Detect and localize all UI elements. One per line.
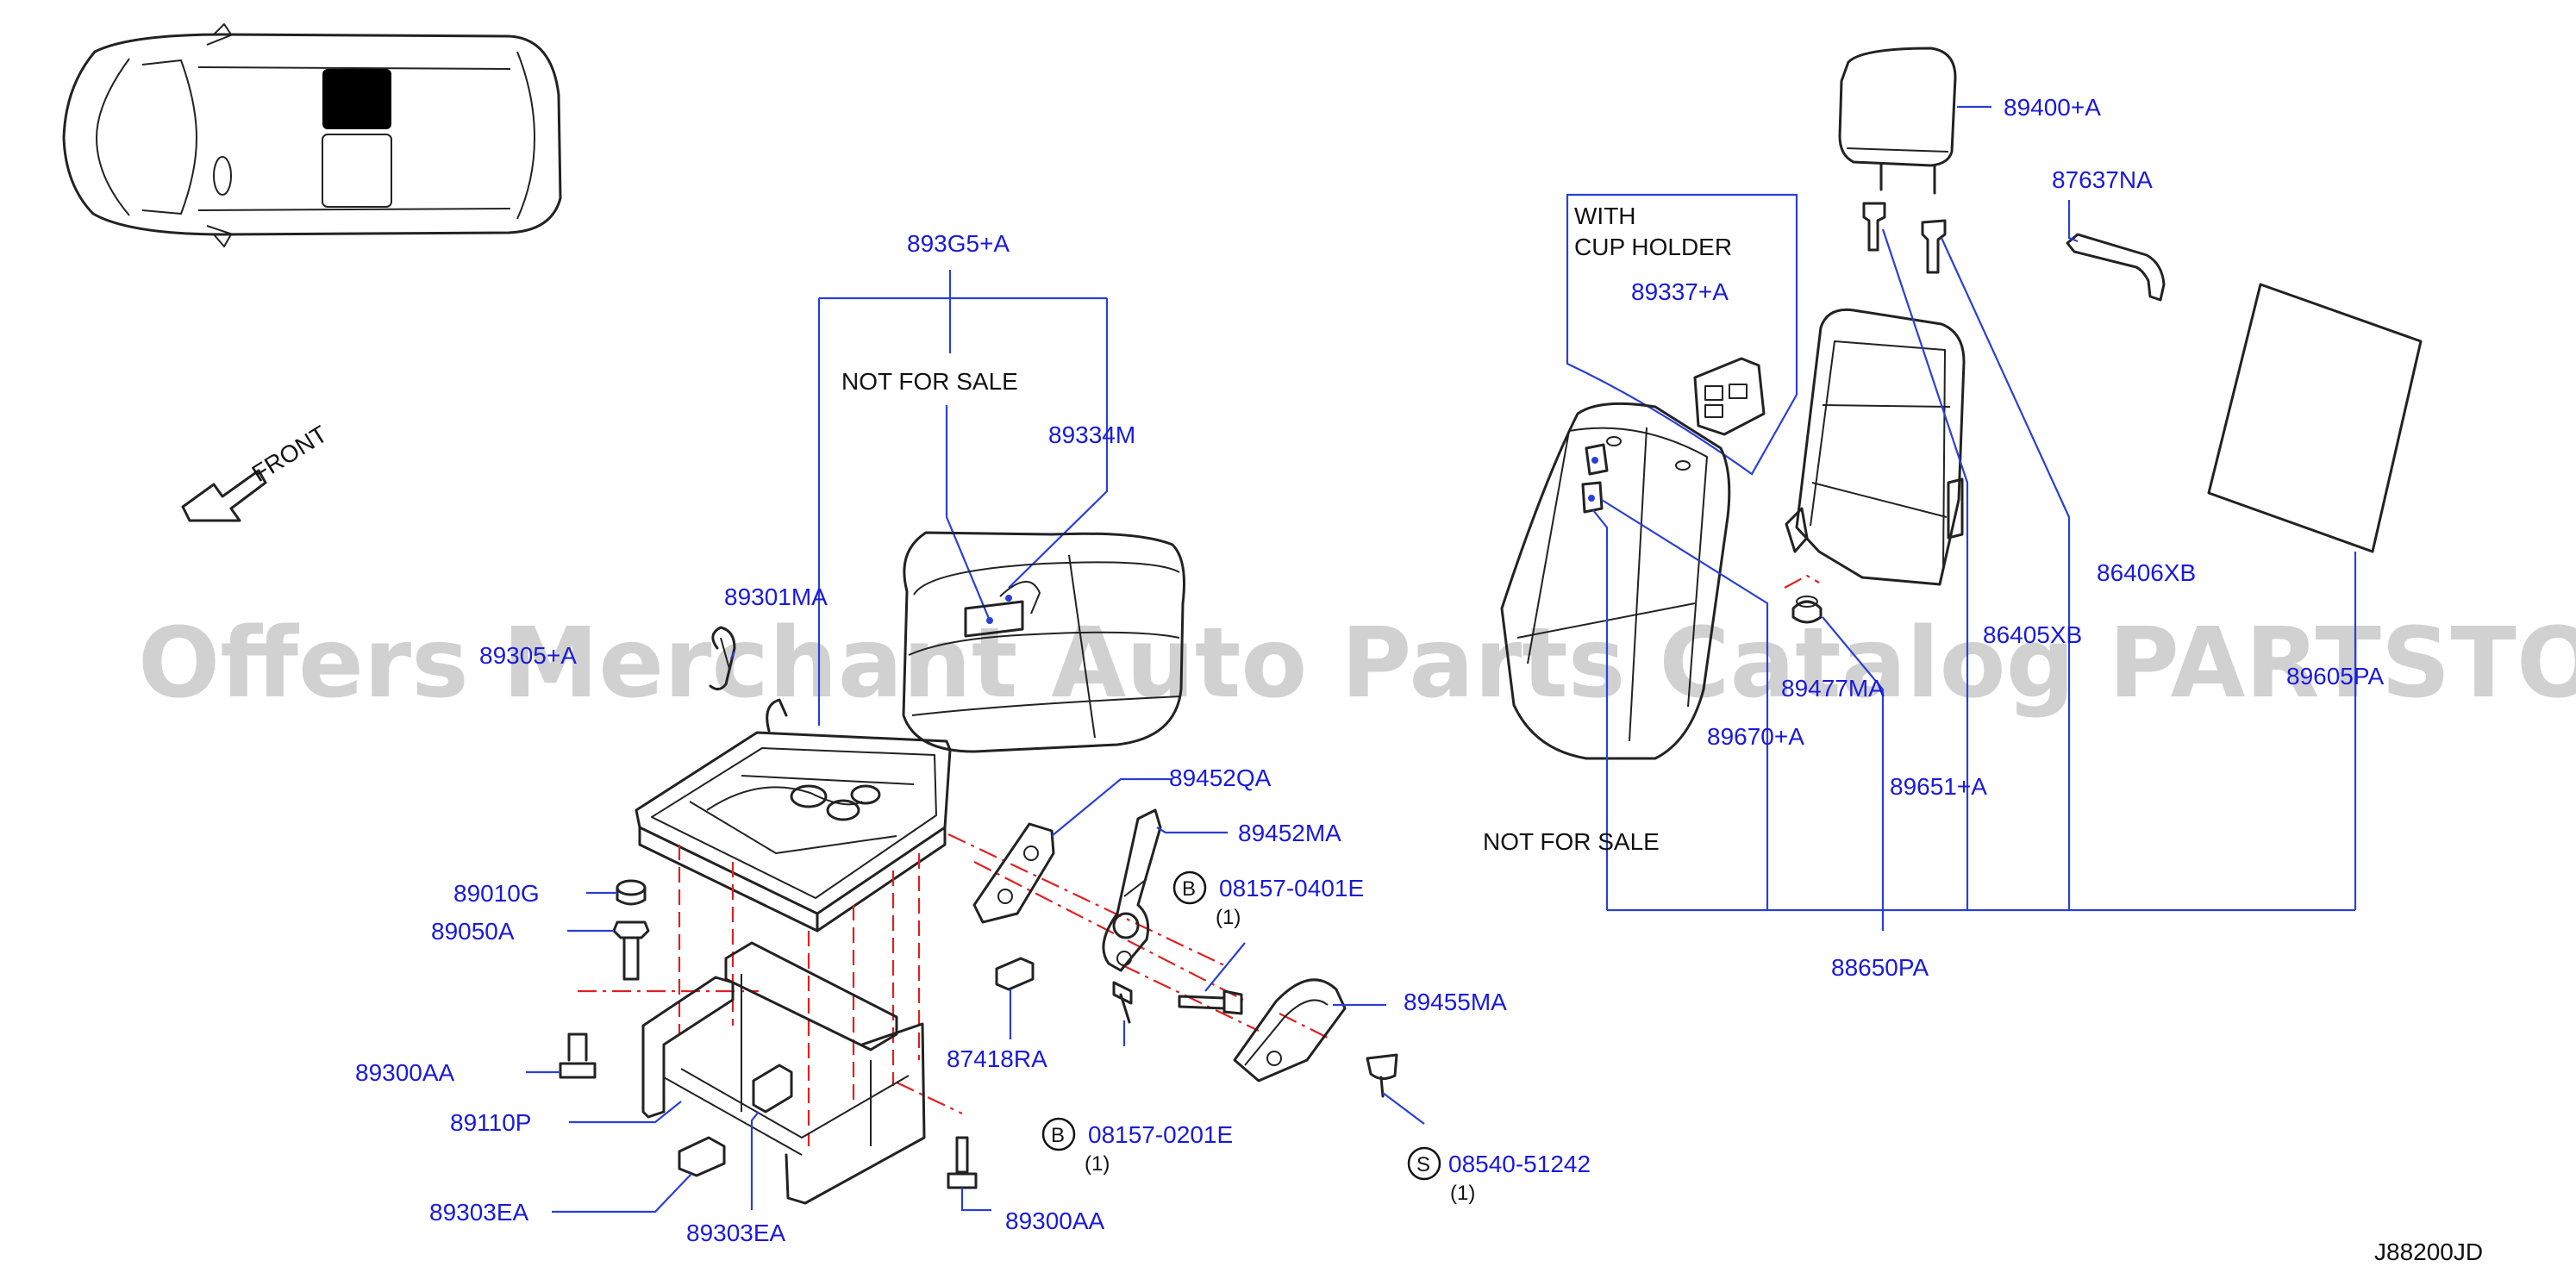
highlighted-seat-area — [322, 69, 391, 129]
label-8930xA[interactable]: 89305+A — [479, 642, 577, 669]
cap-89010G-drawing — [616, 879, 647, 906]
recliner-89452MA-drawing — [1102, 808, 1162, 972]
pad-89303EA-left-drawing — [678, 1136, 726, 1177]
seat-frame-drawing — [635, 698, 952, 933]
label-89651A[interactable]: 89651+A — [1890, 773, 1987, 800]
label-89337A[interactable]: 89337+A — [1631, 278, 1729, 305]
badge-qty: (1) — [1216, 906, 1241, 929]
label-89303EA-mid[interactable]: 89303EA — [686, 1220, 786, 1246]
label-89303EA-left[interactable]: 89303EA — [429, 1199, 529, 1226]
badge-qty: (1) — [1450, 1182, 1475, 1205]
bracket-88650PA — [1592, 228, 2357, 931]
bracket-89452QA-drawing — [972, 822, 1055, 924]
label-89455MA[interactable]: 89455MA — [1404, 989, 1507, 1015]
bolt-08157-0201E-drawing — [1112, 981, 1133, 1024]
seatback-trim-89670A-drawing — [1500, 402, 1731, 760]
handle-87637NA-drawing — [2066, 233, 2166, 302]
label-87418RA[interactable]: 87418RA — [947, 1045, 1047, 1072]
label-89670A[interactable]: 89670+A — [1707, 723, 1804, 750]
label-89050A[interactable]: 89050A — [431, 918, 515, 945]
knob-8947xMA-drawing — [1791, 596, 1823, 624]
label-89334M[interactable]: 89334M — [1048, 421, 1135, 448]
leg-frame-drawing — [641, 941, 926, 1205]
label-89300AA-left[interactable]: 89300AA — [355, 1059, 455, 1086]
leader-lines — [526, 105, 2079, 1213]
label-86405XB[interactable]: 86405XB — [1983, 621, 2082, 648]
badge-b-0201E: B (1) — [1041, 1117, 1110, 1176]
badge-letter: B — [1182, 877, 1196, 901]
label-89452MA[interactable]: 89452MA — [1238, 820, 1341, 846]
bracket-893G5A — [817, 270, 1109, 726]
label-89400A[interactable]: 89400+A — [2004, 94, 2101, 121]
note-with: WITH — [1574, 203, 1636, 229]
label-893G5A[interactable]: 893G5+A — [907, 230, 1010, 257]
label-86406XB[interactable]: 86406XB — [2097, 559, 2196, 586]
watermark-text: Offers Merchant Auto Parts Catalog PARTS… — [138, 608, 2576, 720]
badge-s-51242: S (1) — [1407, 1146, 1475, 1205]
label-08157-0201E[interactable]: 08157-0201E — [1088, 1121, 1233, 1148]
bolt-89300AA-bottom-drawing — [947, 1136, 978, 1189]
label-89452QA[interactable]: 89452QA — [1169, 764, 1272, 791]
label-89110P[interactable]: 89110P — [450, 1109, 531, 1136]
hook-part-drawing — [709, 626, 736, 690]
seatback-frame-86406-drawing — [1785, 308, 1966, 586]
note-not-for-sale-right: NOT FOR SALE — [1483, 828, 1660, 855]
label-89300AA-bottom[interactable]: 89300AA — [1005, 1207, 1105, 1234]
cup-holder-callout-box — [1566, 193, 1798, 476]
label-88650PA[interactable]: 88650PA — [1831, 954, 1929, 981]
pad-87418RA-drawing — [995, 957, 1035, 991]
note-not-for-sale-left: NOT FOR SALE — [841, 368, 1018, 395]
headrest-89400A-drawing — [1838, 47, 1957, 195]
label-08540-51242[interactable]: 08540-51242 — [1448, 1151, 1591, 1177]
guide-86406XB-drawing — [1921, 219, 1947, 274]
cover-89455MA-drawing — [1233, 978, 1347, 1082]
cup-holder-89337A-drawing — [1693, 357, 1766, 436]
board-89605PA-drawing — [2207, 283, 2423, 553]
note-cup-holder: CUP HOLDER — [1574, 234, 1732, 260]
diagram-code: J88200JD — [2374, 1238, 2483, 1265]
label-08157-0401E[interactable]: 08157-0401E — [1219, 875, 1364, 902]
badge-letter: B — [1051, 1124, 1065, 1147]
badge-b-0401E: B (1) — [1172, 870, 1241, 929]
label-89301MA[interactable]: 89301MA — [724, 583, 828, 610]
label-87637NA[interactable]: 87637NA — [2052, 166, 2153, 193]
seat-cushion-drawing — [902, 531, 1185, 753]
badge-qty: (1) — [1085, 1152, 1110, 1176]
vehicle-top-view-icon — [62, 23, 562, 247]
guide-86405XB-drawing — [1862, 202, 1886, 252]
front-arrow-icon — [181, 469, 267, 522]
bolt-89300AA-left-drawing — [559, 1033, 597, 1079]
front-label: FRONT — [247, 421, 332, 487]
label-8947xMA[interactable]: 89477MA — [1781, 675, 1885, 702]
bolt-08157-0401E-drawing — [1178, 989, 1243, 1015]
bolt-89050A-drawing — [612, 920, 650, 981]
label-89605PA[interactable]: 89605PA — [2286, 663, 2384, 689]
label-89010G[interactable]: 89010G — [453, 880, 540, 907]
badge-letter: S — [1416, 1153, 1430, 1176]
screw-08540-51242-drawing — [1366, 1053, 1398, 1098]
